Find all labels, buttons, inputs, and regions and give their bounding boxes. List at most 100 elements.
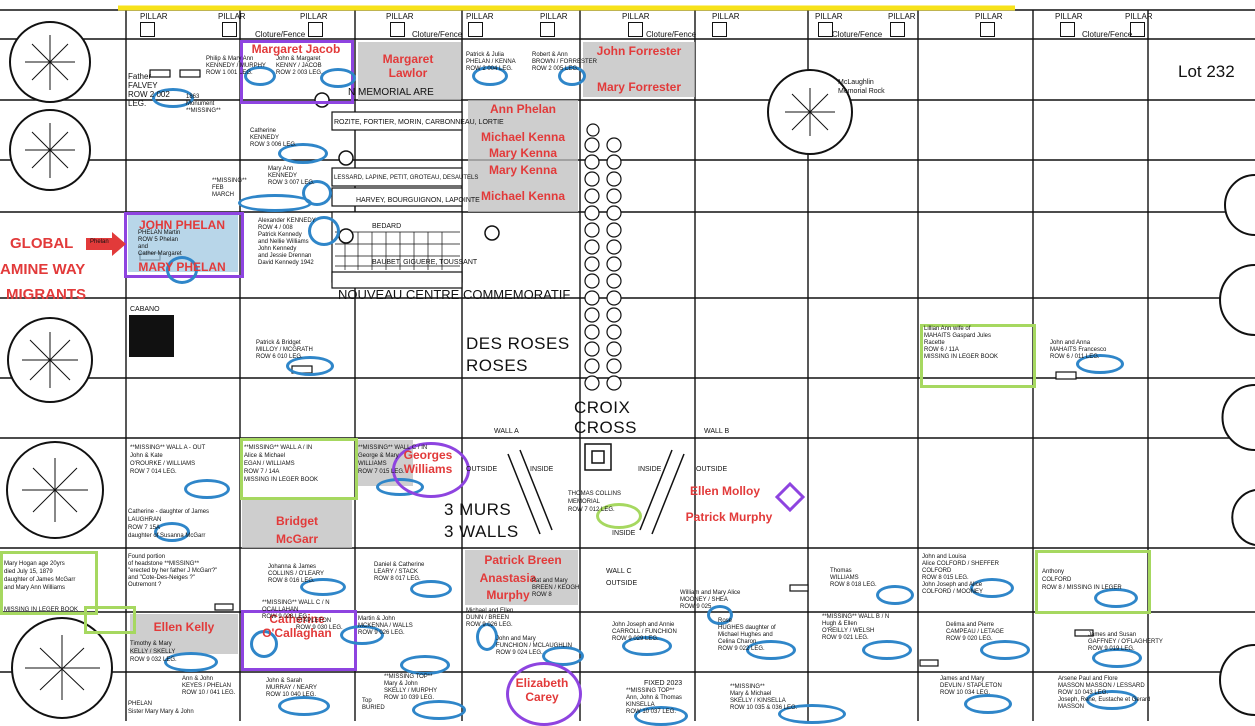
leg-oval — [558, 66, 586, 86]
pillar-label: PILLAR — [1125, 12, 1153, 21]
fixed-label: FIXED 2023 — [644, 680, 683, 687]
arrow-tag: Phelan — [90, 239, 109, 245]
pillar-label: PILLAR — [815, 12, 843, 21]
name-label: Mary Kenna — [488, 163, 558, 177]
plot-text: **MISSING** FEB MARCH — [212, 178, 247, 198]
leg-oval — [250, 630, 278, 658]
plot-text: THOMAS COLLINS MEMORIAL ROW 7 012 LEG. — [568, 491, 622, 513]
plot-text: Lillian Ann wife of MAHAITS Gaspard Jule… — [924, 326, 999, 360]
leg-oval — [476, 623, 498, 651]
fence-label: Cloture/Fence — [646, 30, 697, 39]
lot-number: Lot 232 — [1178, 62, 1235, 81]
plot-text: Robert & Ann BROWN / FORRESTER ROW 2 005… — [532, 52, 598, 72]
pillar-marker — [712, 22, 727, 37]
plot-text: Ann & John KEYES / PHELAN ROW 10 / 041 L… — [182, 676, 236, 696]
fence-label: Cloture/Fence — [255, 30, 306, 39]
mclaughlin-rock: McLaughlin Memorial Rock — [838, 79, 885, 95]
roses-label: ROSES — [466, 356, 529, 375]
leg-oval — [300, 578, 346, 596]
plot-text: PHELAN Sister Mary Mary & John — [128, 701, 194, 715]
plot-text: **MISSING** WALL A / IN Alice & Michael … — [244, 445, 319, 483]
highlight-block — [583, 42, 695, 97]
leg-oval — [166, 256, 198, 284]
name-label: Patrick Murphy — [685, 510, 773, 524]
plot-text: **MISSING** WALL C / N OCALLAHAN ROW 9 0… — [262, 600, 330, 620]
leg-oval — [244, 66, 276, 86]
highlight-box — [240, 438, 358, 500]
leg-oval — [238, 194, 312, 212]
cross-label: CROSS — [574, 418, 637, 437]
leg-oval — [302, 180, 332, 206]
leg-oval — [1076, 354, 1124, 374]
highlight-box — [0, 551, 98, 615]
plot-text: Daniel & Catherine LEARY / STACK ROW 8 0… — [374, 562, 425, 582]
leg-oval — [152, 88, 194, 108]
plot-text: **MISSING** WALL B / N Hugh & Ellen O'RE… — [822, 614, 890, 641]
wall-label: INSIDE — [612, 530, 636, 537]
pillar-marker — [818, 22, 833, 37]
plot-text: Catherine KENNEDY ROW 3 006 LEG. — [250, 128, 297, 148]
plot-text: Catherine - daughter of James LAUGHRAN R… — [128, 509, 210, 539]
plot-text: Father FALVEY ROW 2 002 LEG. — [128, 72, 170, 108]
plot-text: **MISSING** Mary & Michael SKELLY / KINS… — [730, 684, 798, 711]
pillar-label: PILLAR — [300, 12, 328, 21]
plot-text: John and Anna MAHAITS Francesco ROW 6 / … — [1050, 340, 1107, 360]
plot-text: Johanna & James COLLINS / O'LEARY ROW 8 … — [268, 564, 325, 584]
leg-oval — [320, 68, 356, 88]
wall-label: INSIDE — [638, 466, 662, 473]
name-label: Elizabeth Carey — [515, 676, 569, 704]
pillar-label: PILLAR — [386, 12, 414, 21]
memorial-names: BEDARD — [372, 223, 402, 230]
leg-oval — [707, 605, 733, 625]
leg-oval — [980, 640, 1030, 660]
plot-text: Rose HUGHES daughter of Michael Hughes a… — [718, 618, 776, 652]
plot-text: John and Mary FUNCHION / MCLAUGHLIN ROW … — [496, 636, 573, 656]
leg-oval — [964, 694, 1012, 714]
pillar-label: PILLAR — [218, 12, 246, 21]
leg-oval — [410, 580, 452, 598]
fence-label: Cloture/Fence — [1082, 30, 1133, 39]
memorial-names: BAUBET, GIGUERE, TOUSSANT — [372, 259, 478, 266]
pillar-label: PILLAR — [712, 12, 740, 21]
plot-text: Michael and Ellen DUNN / BREEN ROW 9 026… — [466, 608, 514, 628]
plot-text: Martin & John MCKENNA / WALLS ROW 9 026 … — [358, 616, 413, 636]
cabano-label: CABANO — [130, 306, 160, 313]
leg-oval — [970, 578, 1014, 598]
plot-text: Pat and Mary BREEN / KEOGH ROW 8 — [532, 578, 580, 598]
name-label: Ann Phelan — [489, 102, 556, 116]
pillar-label: PILLAR — [975, 12, 1003, 21]
name-label: Catherine O'Callaghan — [262, 612, 332, 640]
wall-label: WALL A — [494, 428, 519, 435]
pillar-marker — [540, 22, 555, 37]
pillar-label: PILLAR — [622, 12, 650, 21]
plot-text: Timothy & Mary KELLY / SKELLY ROW 9 032 … — [130, 641, 177, 663]
memorial-names: ROZITE, FORTIER, MORIN, CARBONNEAU, LORT… — [334, 119, 504, 126]
arrow-right-icon — [86, 232, 126, 256]
plot-text: John & Margaret KENNY / JACOB ROW 2 003 … — [276, 56, 323, 76]
wall-label: OUTSIDE — [696, 466, 728, 473]
leg-oval — [278, 696, 330, 716]
highlight-block — [242, 500, 352, 548]
walls-label: 3 WALLS — [444, 522, 519, 541]
plot-text: **MISSING TOP** Ann, John & Thomas KINSE… — [626, 688, 682, 715]
leg-oval — [1092, 648, 1142, 668]
plot-text: John Joseph and Annie CARROLL / FUNCHION… — [612, 622, 677, 642]
name-label: Bridget McGarr — [275, 514, 319, 546]
fence-label: Cloture/Fence — [832, 30, 883, 39]
leg-oval — [412, 700, 466, 720]
name-label: Michael Kenna — [480, 189, 566, 203]
leg-oval — [876, 585, 914, 605]
highlight-oval — [392, 442, 470, 498]
plot-text: John and Louisa Alice COLFORD / SHEFFER … — [922, 554, 1000, 595]
leg-oval — [400, 655, 450, 675]
pillar-marker — [308, 22, 323, 37]
plot-text: 1863 Monument **MISSING** — [186, 94, 221, 114]
pillar-label: PILLAR — [140, 12, 168, 21]
fence-label: Cloture/Fence — [412, 30, 463, 39]
leg-oval — [154, 522, 190, 542]
leg-oval — [308, 216, 340, 246]
plot-text: James and Susan GAFFNEY / O'FLAGHERTY RO… — [1088, 632, 1163, 652]
leg-oval — [184, 479, 230, 499]
plot-text: Mary Ann KENNEDY ROW 3 007 LEG. — [268, 166, 315, 186]
